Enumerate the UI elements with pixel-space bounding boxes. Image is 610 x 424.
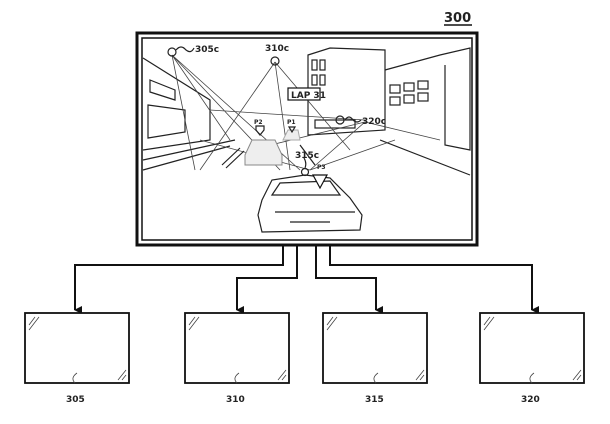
device-310: 310 bbox=[184, 312, 290, 405]
device-305: 305 bbox=[24, 312, 130, 405]
connector-lines bbox=[74, 245, 539, 314]
device-label-305: 305 bbox=[66, 395, 85, 405]
camera-label-320c: 320c bbox=[362, 117, 386, 127]
device-label-315: 315 bbox=[365, 395, 384, 405]
device-315: 315 bbox=[322, 312, 428, 405]
player-marker-p2: P2 bbox=[254, 119, 263, 126]
camera-315c-icon bbox=[300, 167, 310, 177]
display-monitor bbox=[135, 31, 479, 247]
camera-label-305c: 305c bbox=[195, 45, 219, 55]
camera-label-315c: 315c bbox=[295, 151, 319, 161]
camera-310c-icon bbox=[270, 56, 280, 66]
figure-label: 300 bbox=[444, 11, 471, 26]
device-label-320: 320 bbox=[521, 395, 540, 405]
player-marker-p3: P3 bbox=[317, 164, 326, 171]
camera-320c-icon bbox=[335, 115, 345, 125]
device-320: 320 bbox=[479, 312, 585, 405]
device-label-310: 310 bbox=[226, 395, 245, 405]
lap-sign: LAP 31 bbox=[291, 91, 326, 101]
race-scene: LAP 31 P2 P1 P3 305c 310c 315c 320c bbox=[142, 44, 471, 233]
camera-305c-icon bbox=[167, 47, 177, 57]
camera-label-310c: 310c bbox=[265, 44, 289, 54]
player-marker-p1: P1 bbox=[287, 119, 296, 126]
